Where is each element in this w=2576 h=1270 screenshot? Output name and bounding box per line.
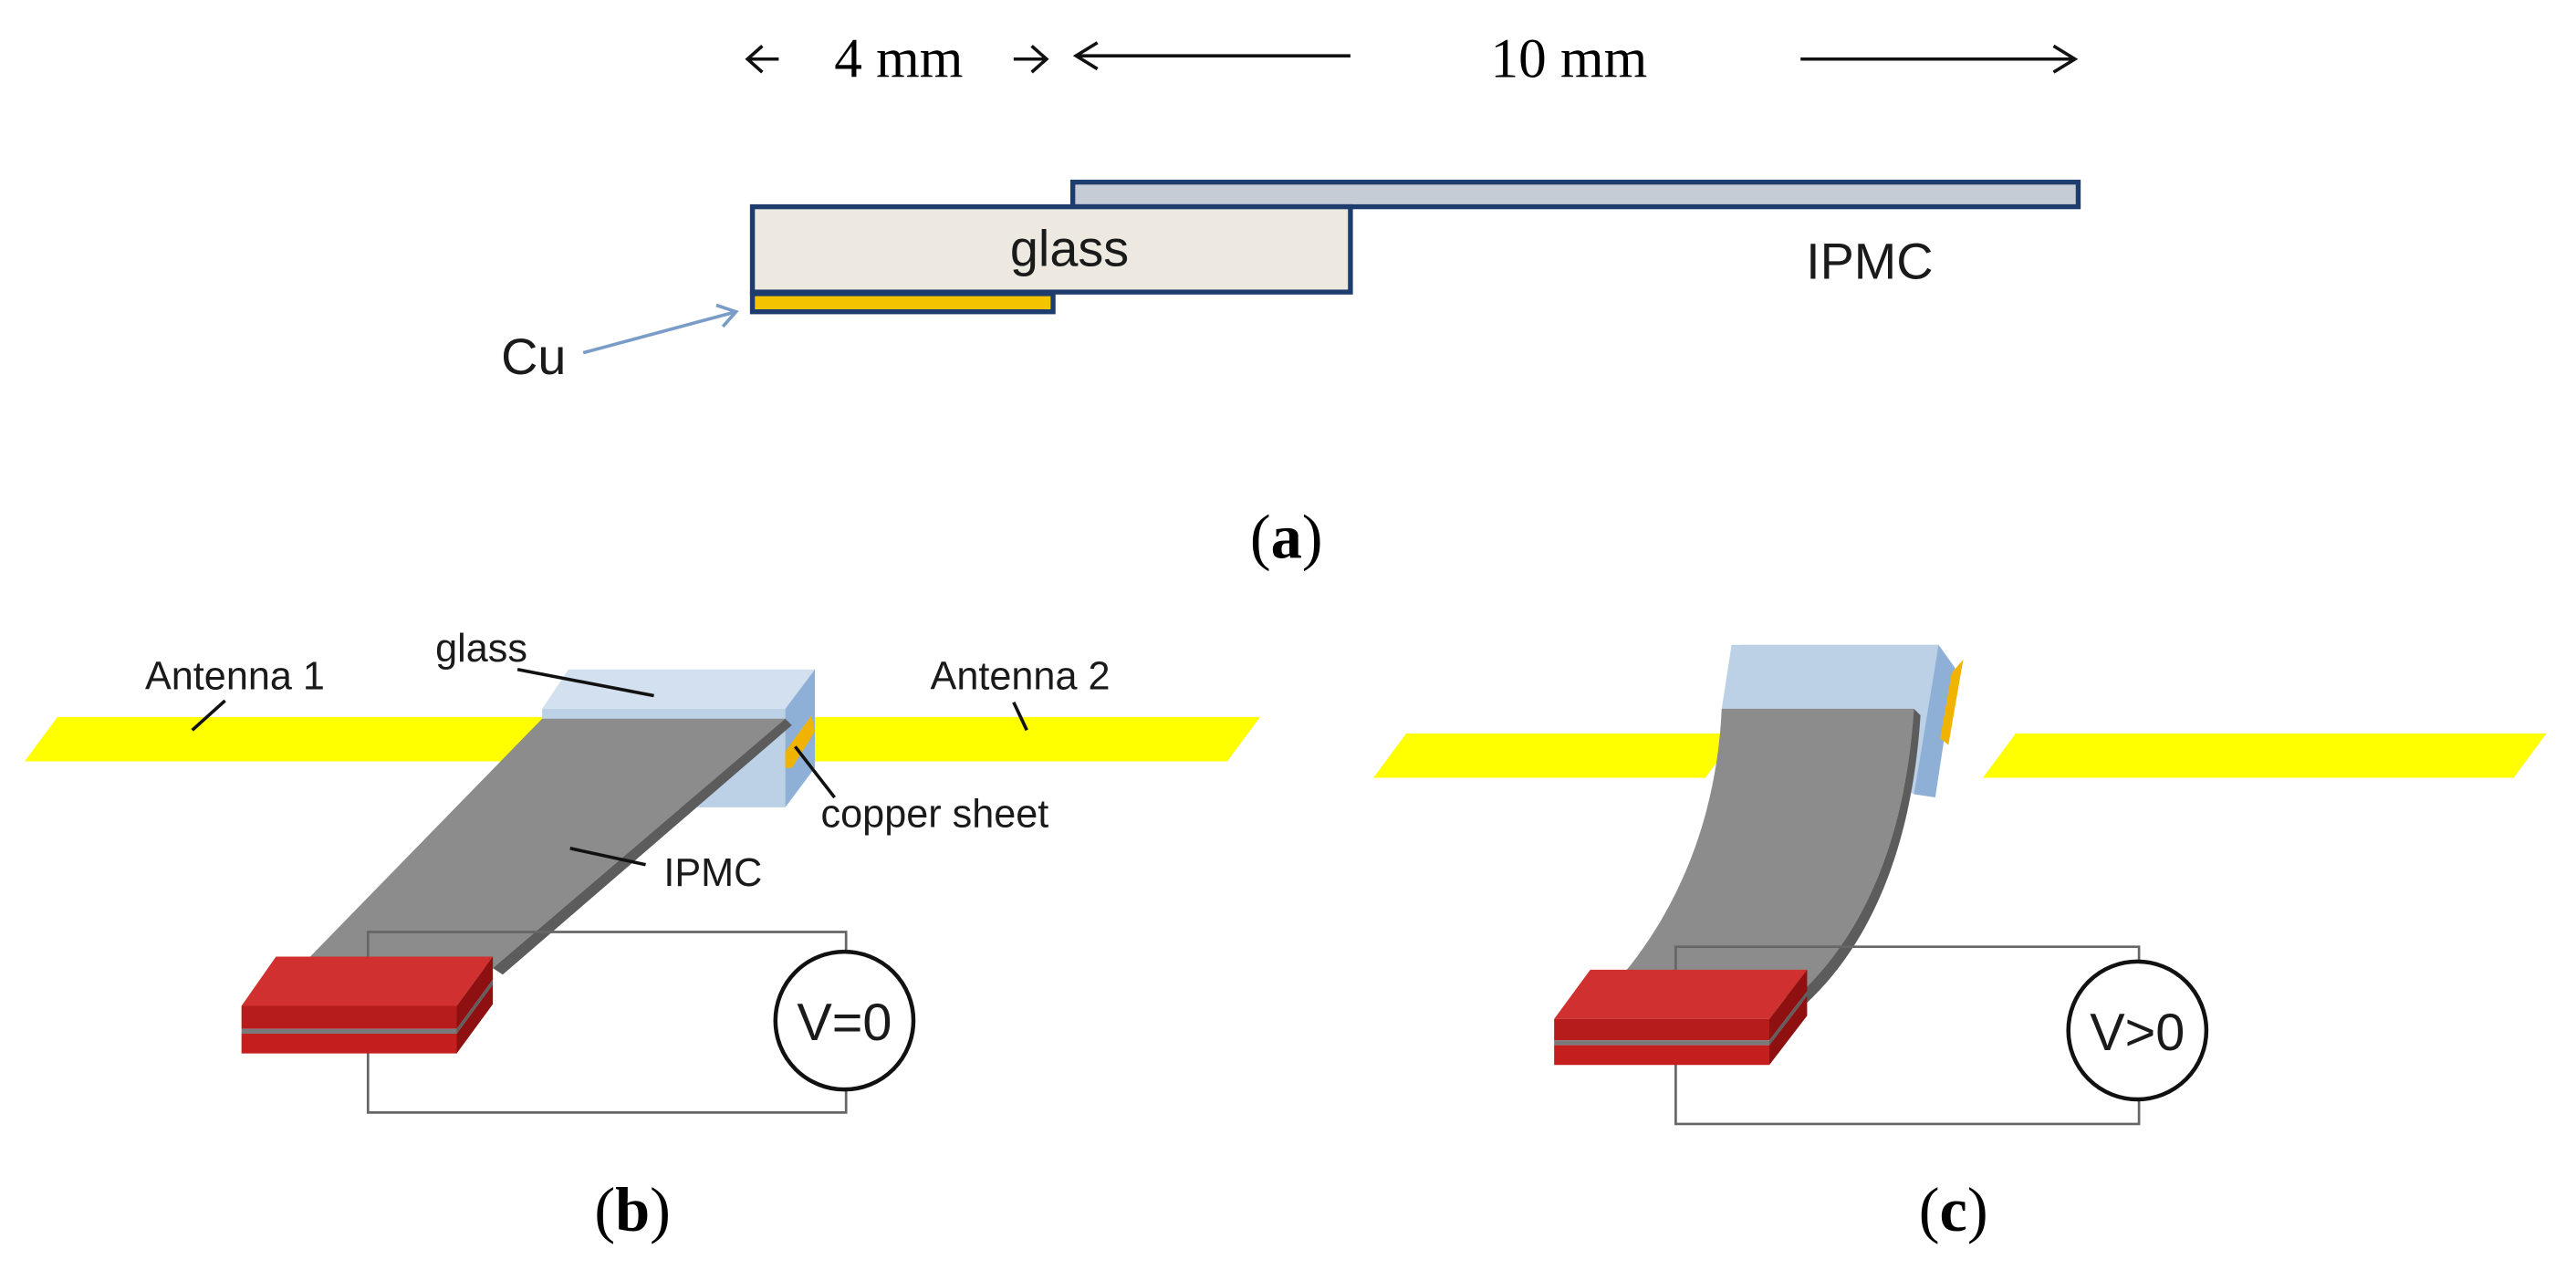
glass-label-a: glass [1010,220,1129,276]
label-leaders-b [191,668,1028,867]
ipmc-strip [298,718,786,969]
glass-block-side-view [749,203,1353,295]
antenna-2 [725,716,1260,762]
voltage-meter-b [773,949,916,1092]
antenna-2-c [1983,733,2547,778]
ipmc-label-a: IPMC [1806,234,1933,290]
ipmc-strip-edge [493,718,792,975]
dimension-4mm [745,45,1049,74]
cu-pointer-arrow [582,303,739,355]
antenna-1-label: Antenna 1 [145,654,325,698]
copper-sheet-label: copper sheet [821,792,1049,836]
ipmc-strip-side-view [1069,179,2081,210]
antenna-1-c [1373,733,1738,778]
voltage-meter-c [2066,959,2209,1102]
caption-b: (b) [594,1175,671,1244]
red-electrode-clamp-c [1554,969,1808,1066]
dimension-4mm-label: 4 mm [834,28,963,90]
ipmc-label-b: IPMC [663,851,762,895]
dimension-10mm [1072,41,2079,74]
panel-c: V>0 (c) [1373,644,2547,1244]
antenna-2-label: Antenna 2 [931,654,1111,698]
voltage-label-c: V>0 [2090,1004,2185,1062]
voltage-label-b: V=0 [797,994,892,1052]
red-electrode-clamp-b [241,956,494,1054]
caption-a: (a) [1250,503,1323,572]
copper-sheet [785,715,815,768]
cu-layer-side-view [749,291,1056,315]
panel-b: V=0 Antenna 1 glass Antenna 2 copper she… [25,627,1260,1244]
antenna-1 [25,716,566,762]
glass-label-b: glass [435,627,527,671]
caption-c: (c) [1919,1175,1988,1244]
panel-a: 4 mm 10 mm glass IPMC Cu (a) [501,28,2081,572]
dimension-10mm-label: 10 mm [1490,28,1647,90]
ipmc-strip-bent [1608,708,1914,998]
copper-sheet-c [1940,659,1964,745]
cu-label: Cu [501,328,566,385]
